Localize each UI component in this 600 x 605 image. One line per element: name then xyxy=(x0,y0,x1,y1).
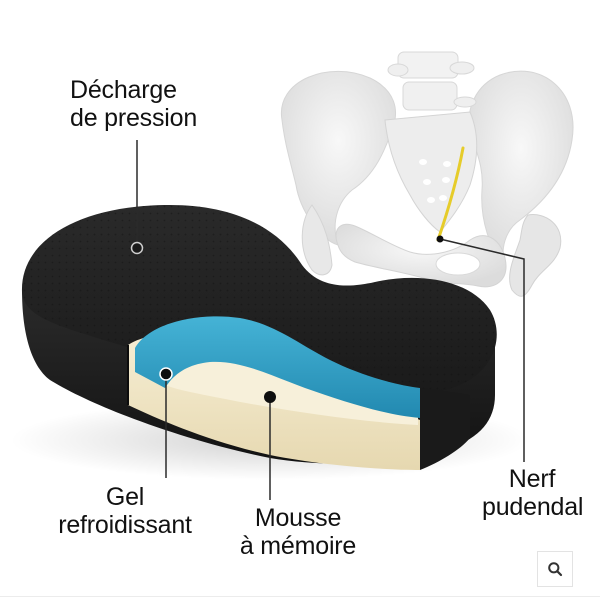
seat-cushion xyxy=(21,205,497,470)
callout-text: Gel xyxy=(105,483,145,511)
callout-text: Mousse xyxy=(254,504,342,532)
callout-cooling-gel: Gel refroidissant xyxy=(40,483,210,539)
callout-dot-gel xyxy=(159,367,173,381)
callout-text: à mémoire xyxy=(239,532,357,560)
divider xyxy=(0,596,600,597)
pudendal-nerve xyxy=(436,146,465,242)
callout-text: Décharge xyxy=(70,76,177,104)
callout-pudendal-nerve: Nerf pudendal xyxy=(482,465,584,521)
image-zoom-button[interactable] xyxy=(537,551,573,587)
callout-dot-foam xyxy=(264,391,276,403)
callout-text: pudendal xyxy=(482,493,584,521)
callout-dot-nerve xyxy=(436,235,444,243)
callout-text: Nerf xyxy=(508,465,556,493)
callout-dot-pressure xyxy=(130,241,144,255)
pelvis-illustration xyxy=(280,51,574,297)
callout-text: de pression xyxy=(70,104,198,132)
callout-memory-foam: Mousse à mémoire xyxy=(228,504,368,560)
callout-text: refroidissant xyxy=(58,511,192,539)
callout-pressure-relief: Décharge de pression xyxy=(70,76,197,132)
search-icon xyxy=(548,562,563,577)
callout-lines xyxy=(136,140,525,500)
